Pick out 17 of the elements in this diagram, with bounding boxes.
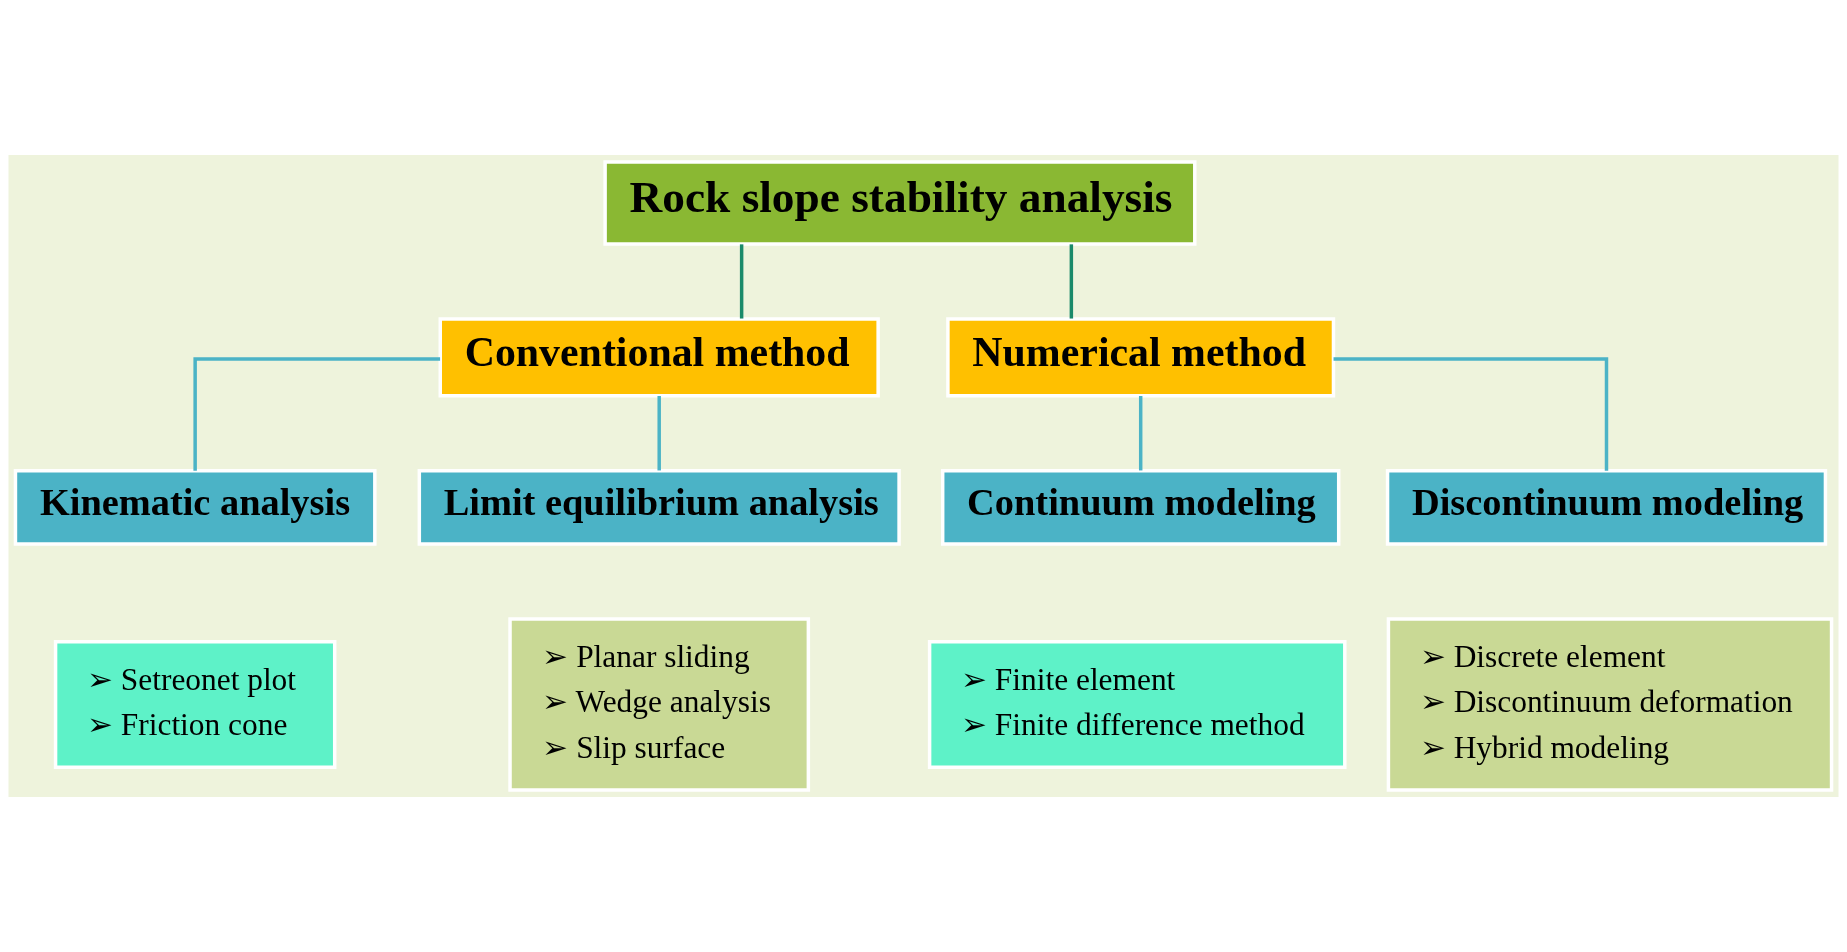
node-box: Continuum modeling — [940, 469, 1341, 546]
connector — [1333, 357, 1609, 471]
node-box: Numerical method — [946, 317, 1336, 398]
connector — [193, 357, 441, 471]
connector — [1069, 244, 1074, 319]
node-box: ➢ Planar sliding ➢ Wedge analysis ➢ Slip surface — [508, 617, 811, 792]
connector — [1138, 396, 1143, 471]
node-box: Kinematic analysis — [13, 469, 377, 546]
node-box: Rock slope stability analysis — [603, 160, 1197, 246]
node-box: Limit equilibrium analysis — [417, 469, 901, 546]
node-box: ➢ Setreonet plot ➢ Friction cone — [53, 640, 337, 770]
node-box: Conventional method — [438, 317, 880, 398]
node-box: Discontinuum modeling — [1385, 469, 1828, 546]
node-box: ➢ Finite element ➢ Finite difference method — [927, 640, 1347, 770]
connector — [739, 244, 744, 319]
connector — [657, 396, 661, 471]
node-box: ➢ Discrete element ➢ Discontinuum deformation ➢ Hybrid modeling — [1386, 617, 1834, 792]
